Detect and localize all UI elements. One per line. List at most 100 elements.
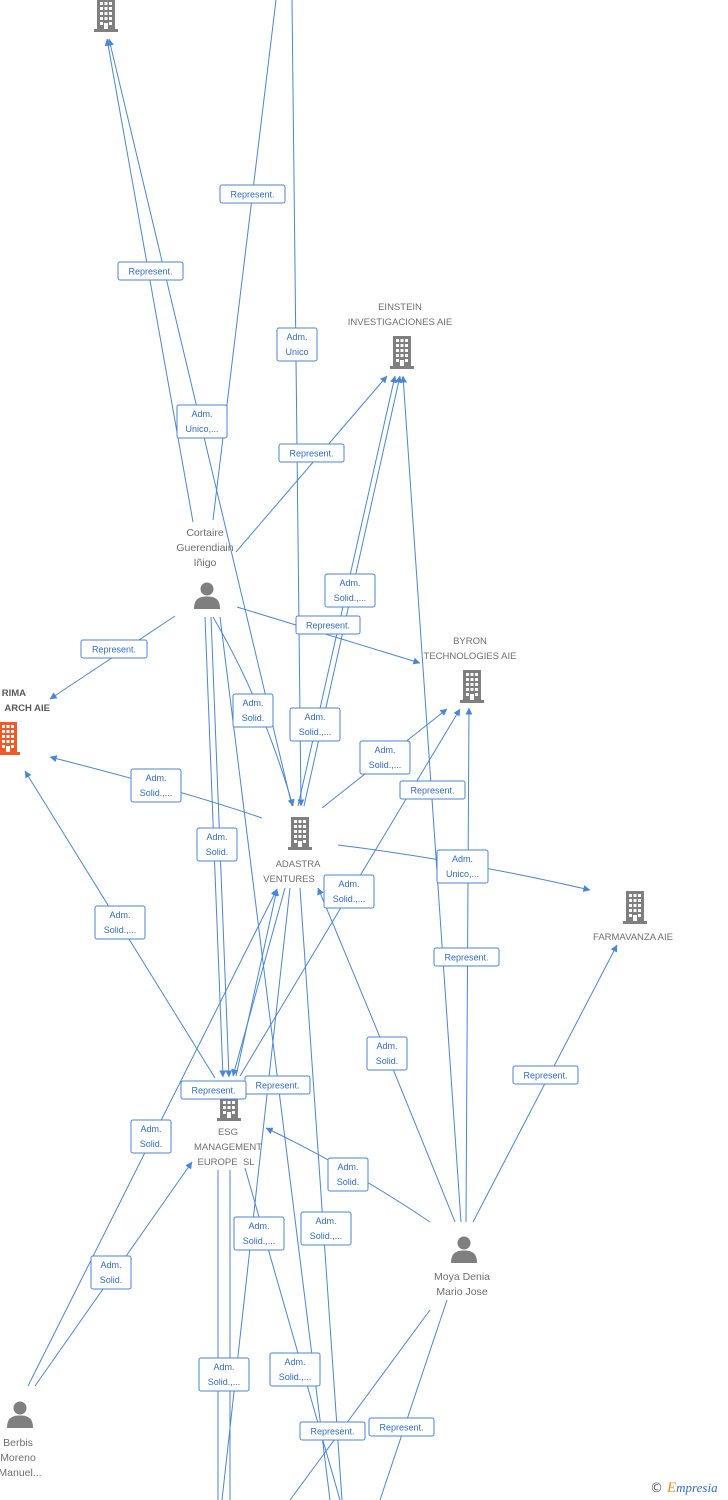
edge-label: Adm. Solid.,... [300, 1211, 352, 1246]
edge-label-text: Adm. [337, 1162, 358, 1172]
edge-line [299, 887, 343, 1500]
edge-label-text: Adm. [248, 1221, 269, 1231]
node-label[interactable]: FARMAVANZA AIE [593, 932, 673, 943]
edge-label-box [276, 327, 318, 362]
building-icon[interactable] [0, 722, 20, 755]
edge-label-text: Solid. [140, 1139, 163, 1149]
edge-label-box [180, 1080, 247, 1100]
person-node-moya[interactable]: Moya Denia Mario Jose [434, 1236, 490, 1299]
edge-label-text: Represent. [523, 1071, 567, 1081]
edge-label-text: Represent. [444, 953, 488, 963]
building-icon[interactable] [390, 336, 414, 369]
edge-labels: Represent. Represent. Adm. Unico Adm. Un… [80, 184, 579, 1441]
edge-label-box [327, 1157, 369, 1192]
edge-label-text: Adm. [145, 773, 166, 783]
node-label[interactable]: Guerendiain [176, 542, 233, 554]
edge-label-text: Adm. [100, 1260, 121, 1270]
node-label[interactable]: ESG [218, 1127, 238, 1138]
node-label[interactable]: Iñigo [194, 557, 217, 569]
edge-label-text: Adm. [315, 1216, 336, 1226]
company-node-esg[interactable]: ESG MANAGEMENT EUROPE SL [194, 1088, 262, 1168]
person-icon[interactable] [451, 1236, 477, 1264]
nodes: EINSTEIN INVESTIGACIONES AIE Cortaire Gu… [0, 0, 673, 1479]
edge-label: Represent. [295, 615, 361, 635]
edge-label-text: Represent. [92, 645, 136, 655]
edge-label-text: Adm. [242, 698, 263, 708]
edge-label: Adm. Solid. [196, 827, 238, 862]
node-label[interactable]: ADASTRA [276, 859, 322, 870]
node-label[interactable]: MANAGEMENT [194, 1142, 262, 1153]
person-icon[interactable] [194, 582, 220, 610]
edge-label-box [94, 905, 146, 940]
edge-line [289, 1309, 431, 1500]
edge-label: Represent. [244, 1075, 311, 1095]
edge-label-text: Solid.,... [104, 925, 137, 935]
node-label[interactable]: Manuel... [0, 1467, 42, 1479]
edge-label-text: Adm. [284, 1357, 305, 1367]
edge-label-box [198, 1357, 250, 1392]
edge-label-text: Represent. [310, 1427, 354, 1437]
company-node-top[interactable] [94, 0, 118, 32]
node-label[interactable]: BYRON [453, 636, 487, 647]
node-label[interactable]: VENTURES [263, 874, 315, 885]
edge-label-text: Adm. [338, 879, 359, 889]
edge-label-text: Represent. [306, 621, 350, 631]
edge-label: Adm. Unico,... [176, 404, 228, 439]
edge-label-box [323, 874, 375, 909]
edge-label-text: Represent. [289, 449, 333, 459]
node-label[interactable]: Berbis [3, 1437, 33, 1449]
brand-logo-text[interactable]: Empresia [667, 1480, 718, 1496]
edge-label-text: Represent. [230, 190, 274, 200]
person-node-berbis[interactable]: Berbis Moreno Manuel... [0, 1401, 42, 1480]
edge-label: Adm. Solid. [366, 1036, 408, 1071]
edge-label-text: Represent. [410, 786, 454, 796]
edge-label-box [359, 740, 411, 775]
edge-label-box [233, 1216, 285, 1251]
edge-label-text: Solid.,... [333, 894, 366, 904]
edge-label: Adm. Solid.,... [233, 1216, 285, 1251]
company-node-adastra[interactable]: ADASTRA VENTURES [263, 817, 321, 885]
node-label[interactable]: Moreno [0, 1452, 36, 1464]
node-label[interactable]: EINSTEIN [378, 302, 422, 313]
edge-line [291, 0, 305, 807]
edge-label: Represent. [117, 261, 184, 281]
edge-label: Adm. Solid. [232, 693, 274, 728]
edge-label-text: Solid.,... [334, 593, 367, 603]
edge-label-text: Solid.,... [279, 1372, 312, 1382]
edge-label-box [436, 849, 489, 884]
edge-label-text: Solid. [206, 847, 229, 857]
edge-label: Represent. [399, 780, 466, 800]
node-label[interactable]: TECHNOLOGIES AIE [424, 651, 517, 662]
node-label[interactable]: INVESTIGACIONES AIE [348, 317, 453, 328]
edge-label-text: Adm. [206, 832, 227, 842]
edge-line [231, 887, 286, 1077]
edge-label-text: Adm. [191, 409, 212, 419]
edge-label-box [80, 639, 148, 659]
edge-label: Adm. Solid.,... [289, 707, 341, 742]
edge-label: Represent. [299, 1421, 366, 1441]
edge-label-box [289, 707, 341, 742]
company-node-byron[interactable]: BYRON TECHNOLOGIES AIE [424, 636, 517, 703]
building-icon[interactable] [460, 670, 484, 703]
node-label[interactable]: EUROPE SL [197, 1157, 254, 1168]
node-label[interactable]: ARCH AIE [4, 703, 50, 714]
edge-label: Represent. [278, 443, 345, 463]
node-label[interactable]: Cortaire [186, 527, 224, 539]
building-icon[interactable] [94, 0, 118, 32]
edge-label-box [219, 184, 286, 204]
node-label[interactable]: Mario Jose [436, 1286, 488, 1298]
person-node-cortaire[interactable]: Cortaire Guerendiain Iñigo [176, 527, 234, 610]
node-label[interactable]: RIMA [2, 688, 26, 699]
person-icon[interactable] [7, 1401, 33, 1429]
edge-label-text: Solid.,... [310, 1231, 343, 1241]
building-icon[interactable] [288, 817, 312, 850]
building-icon[interactable] [623, 891, 647, 924]
node-label[interactable]: Moya Denia [434, 1271, 490, 1283]
company-node-rima[interactable]: RIMA ARCH AIE [0, 688, 50, 755]
edge-label: Adm. Solid.,... [130, 768, 182, 803]
company-node-farmavanza[interactable]: FARMAVANZA AIE [593, 891, 673, 943]
edge-label: Adm. Solid. [327, 1157, 369, 1192]
company-node-einstein[interactable]: EINSTEIN INVESTIGACIONES AIE [348, 302, 453, 369]
edge-label: Represent. [80, 639, 148, 659]
